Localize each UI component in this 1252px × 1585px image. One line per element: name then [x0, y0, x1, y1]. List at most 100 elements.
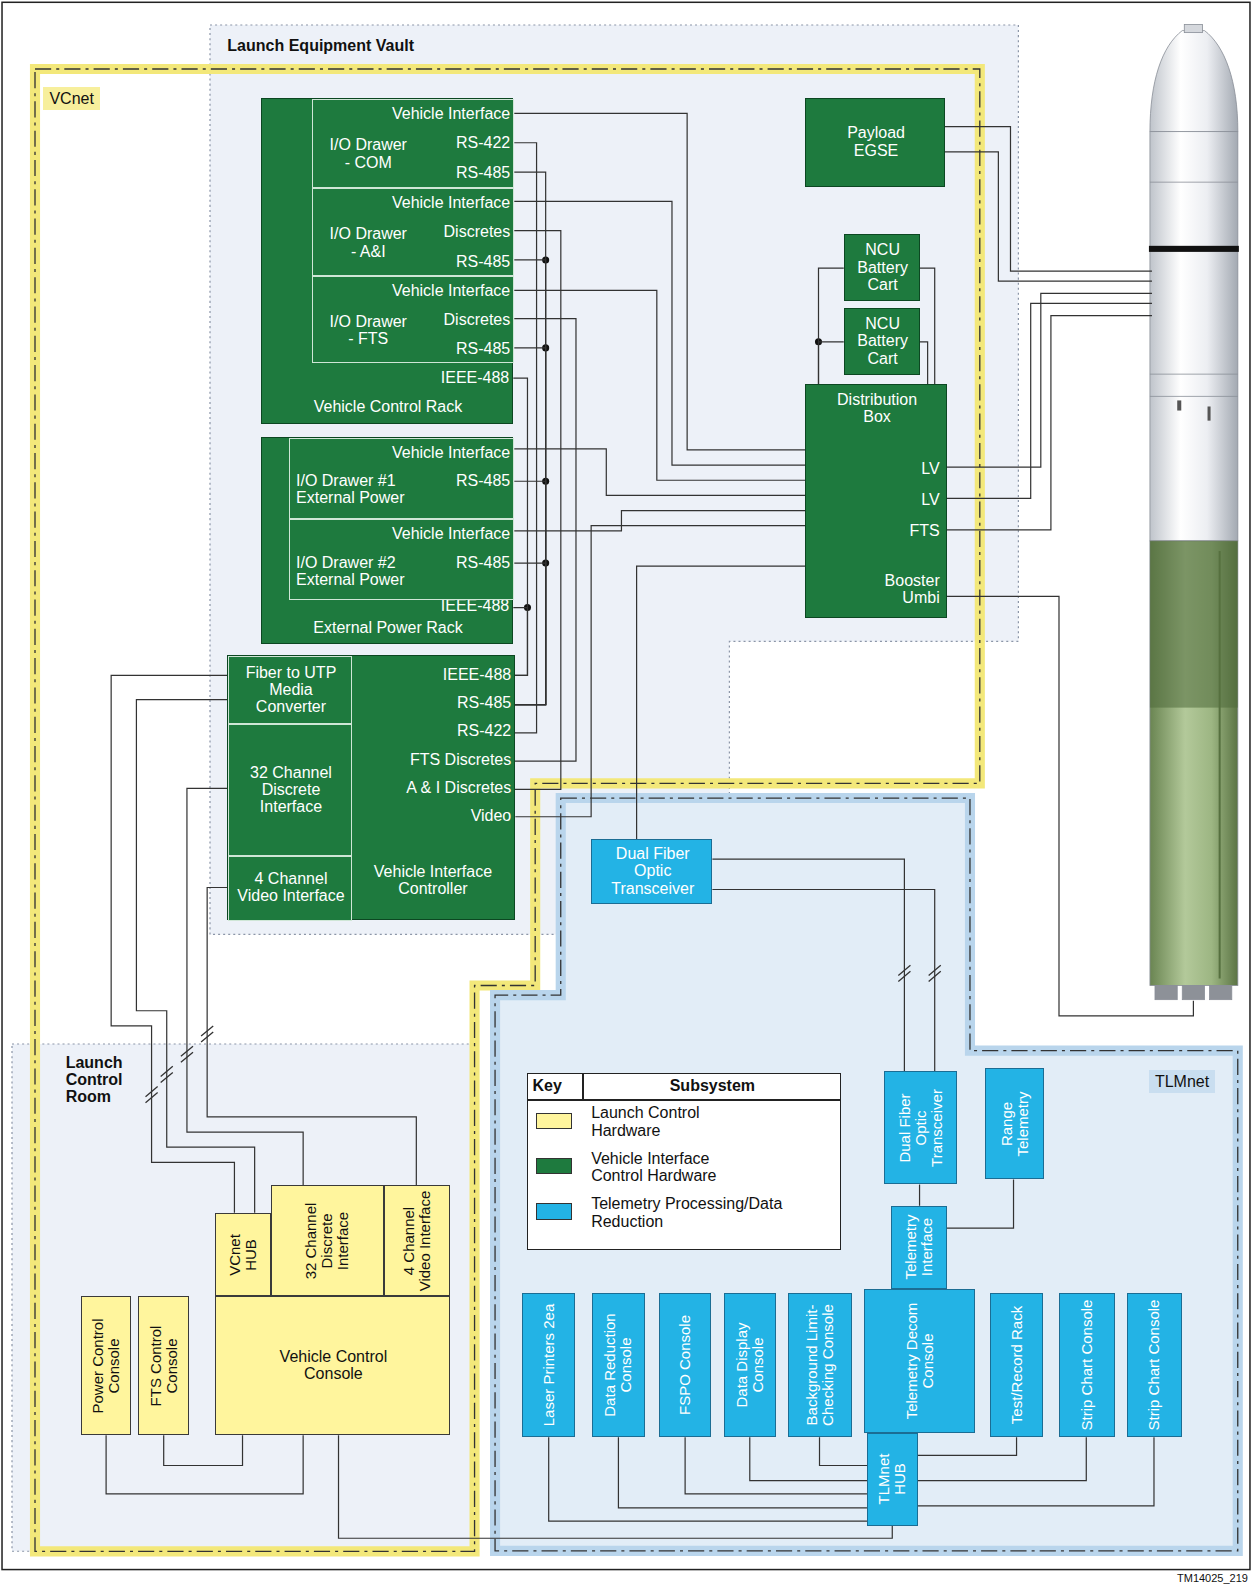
box-label: Vehicle Control Console	[258, 1348, 410, 1383]
signal-line	[947, 1179, 1014, 1228]
region-outline	[495, 798, 1238, 1551]
signal-line	[227, 563, 545, 704]
drawer-box: Vehicle InterfaceI/O Drawer - A&IDiscret…	[312, 188, 514, 276]
signal-line	[227, 608, 527, 676]
signal-line	[818, 342, 843, 384]
signal-line	[712, 890, 934, 1072]
region-dash	[495, 798, 1238, 1551]
console-box: 32 Channel Discrete Interface	[271, 1185, 384, 1296]
box-label: NCU Battery Cart	[850, 315, 916, 367]
figure-id: TM14025_219	[1091, 1573, 1248, 1585]
legend-rule	[528, 1099, 839, 1101]
box-label: I/O Drawer - A&I	[325, 225, 411, 260]
signal-line	[618, 1437, 867, 1508]
box-label: Vehicle Interface	[354, 282, 511, 299]
telemetry-box: Range Telemetry	[985, 1068, 1044, 1179]
signal-line	[514, 511, 805, 531]
region-label: VCnet	[43, 87, 99, 110]
box-label: RS-422	[380, 722, 511, 739]
legend-header: Subsystem	[586, 1077, 839, 1094]
box-label: RS-422	[434, 134, 510, 151]
box-label: FTS Control Console	[147, 1300, 179, 1430]
box-label: Telemetry Decom Console	[903, 1293, 935, 1428]
box-label: Vehicle Interface	[330, 525, 510, 542]
signal-line	[515, 526, 805, 817]
box-label: FTS	[877, 522, 940, 539]
hardware-box: Vehicle Interface Controller IEEE-488RS-4…	[227, 655, 515, 920]
drawer-box: Vehicle InterfaceI/O Drawer - FTSDiscret…	[312, 276, 514, 363]
signal-line	[514, 201, 805, 465]
box-label: Power Control Console	[90, 1300, 122, 1430]
telemetry-box: Data Reduction Console	[592, 1293, 645, 1436]
legend-swatch	[536, 1203, 572, 1219]
signal-line	[514, 449, 805, 495]
box-label: Telemetry Interface	[903, 1209, 935, 1285]
legend-text: Launch Control Hardware	[591, 1104, 743, 1139]
box-label: LV	[877, 491, 940, 508]
box-label: Discretes	[414, 311, 510, 328]
box-label: VCnet HUB	[227, 1217, 259, 1293]
drawer-box: 32 Channel Discrete Interface	[228, 724, 351, 855]
telemetry-box: Data Display Console	[724, 1293, 777, 1436]
signal-line	[227, 172, 545, 705]
console-box: FTS Control Console	[138, 1296, 189, 1434]
signal-line	[207, 887, 416, 1185]
box-label: Data Display Console	[734, 1297, 766, 1432]
region-boundary: Launch Control RoomVCnet HUB 32 Channel D…	[12, 1044, 477, 1551]
box-label: Strip Chart Console	[1079, 1297, 1095, 1432]
hardware-box: External Power RackIEEE-488Vehicle Inter…	[261, 437, 514, 644]
box-label: RS-485	[434, 340, 510, 357]
signal-line	[820, 1437, 867, 1465]
box-label: Vehicle Interface	[354, 194, 511, 211]
legend-swatch	[536, 1158, 572, 1174]
box-label: Range Telemetry	[998, 1072, 1030, 1175]
box-label: RS-485	[431, 472, 510, 489]
box-label: Vehicle Interface Controller	[355, 863, 512, 898]
signal-line	[136, 700, 254, 1213]
console-box: 4 Channel Video Interface	[384, 1185, 450, 1296]
telemetry-box: Dual Fiber Optic Transceiver	[591, 839, 712, 905]
signal-line	[227, 319, 576, 762]
signal-line	[227, 260, 545, 705]
drawer-box: Vehicle InterfaceI/O Drawer - COMRS-422R…	[312, 99, 514, 188]
box-label: Video	[380, 807, 511, 824]
box-label: Dual Fiber Optic Transceiver	[896, 1075, 945, 1180]
legend-swatch	[536, 1113, 572, 1129]
telemetry-box: Laser Printers 2ea	[522, 1293, 575, 1436]
signal-line	[187, 788, 303, 1185]
box-label: FTS Discretes	[360, 751, 512, 768]
box-label: 32 Channel Discrete Interface	[303, 1189, 352, 1292]
box-label: RS-485	[434, 164, 510, 181]
box-label: Strip Chart Console	[1146, 1297, 1162, 1432]
box-label: Dual Fiber Optic Transceiver	[597, 845, 708, 897]
drawer-box: 4 Channel Video Interface	[228, 856, 351, 921]
telemetry-box: Dual Fiber Optic Transceiver	[884, 1071, 957, 1184]
console-box: VCnet HUB	[215, 1213, 271, 1297]
telemetry-box: Strip Chart Console	[1059, 1293, 1115, 1436]
signal-line	[685, 1437, 867, 1494]
box-label: Background Limit-Checking Console	[804, 1297, 836, 1432]
signal-line	[514, 113, 805, 449]
signal-line	[917, 1437, 1016, 1455]
box-label: 32 Channel Discrete Interface	[234, 764, 347, 816]
signal-line	[106, 1435, 303, 1494]
legend-text: Vehicle Interface Control Hardware	[591, 1150, 743, 1185]
rocket-wire	[920, 127, 1194, 1016]
box-label: Test/Record Rack	[1008, 1297, 1024, 1432]
signal-line	[712, 859, 904, 1071]
box-label: TLMnet HUB	[876, 1437, 908, 1522]
box-label: I/O Drawer - COM	[325, 136, 411, 171]
box-label: Booster Umbi	[847, 572, 940, 607]
telemetry-box: FSPO Console	[659, 1293, 712, 1436]
box-label: FSPO Console	[677, 1297, 693, 1432]
box-label: External Power Rack	[287, 619, 489, 636]
region-label: Launch Control Room	[66, 1054, 147, 1106]
signal-line	[227, 481, 545, 704]
box-label: Vehicle Control Rack	[287, 398, 489, 415]
box-label: Data Reduction Console	[602, 1297, 634, 1432]
signal-line	[750, 1437, 867, 1480]
box-label: IEEE-488	[380, 666, 511, 683]
box-label: Discretes	[414, 223, 510, 240]
box-label: I/O Drawer #2 External Power	[296, 554, 422, 589]
box-label: NCU Battery Cart	[850, 241, 916, 293]
